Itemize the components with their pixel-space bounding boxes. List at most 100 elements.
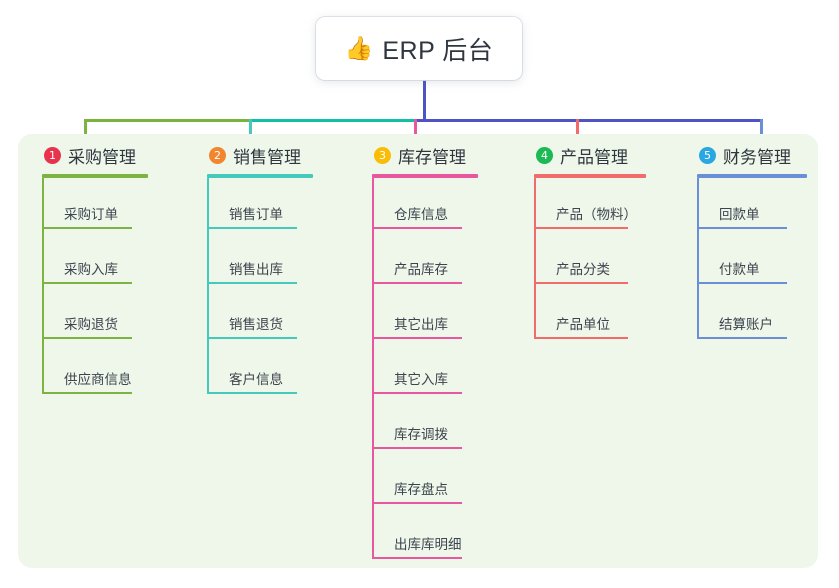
branches-panel <box>18 134 818 568</box>
branch-item[interactable]: 回款单 <box>697 178 807 233</box>
branch-item-label: 出库库明细 <box>394 537 462 552</box>
branch-item-label: 采购入库 <box>64 262 118 277</box>
branch-item-rule <box>374 392 462 394</box>
branch-items: 回款单付款单结算账户 <box>697 178 807 343</box>
branch-item-rule <box>209 392 297 394</box>
branch-header-rule <box>697 174 807 178</box>
branch-item-label: 库存调拨 <box>394 427 448 442</box>
branch-item-rule <box>209 282 297 284</box>
branch-item[interactable]: 销售退货 <box>207 288 313 343</box>
branch-item-label: 销售退货 <box>229 317 283 332</box>
branch-item[interactable]: 库存调拨 <box>372 398 478 453</box>
branch-header-3[interactable]: 3 库存管理 <box>372 142 478 168</box>
branch-items: 仓库信息产品库存其它出库其它入库库存调拨库存盘点出库库明细 <box>372 178 478 563</box>
branch-title: 财务管理 <box>723 147 791 167</box>
root-trunk-connector <box>423 79 426 121</box>
branch-number-badge: 5 <box>699 146 716 164</box>
branch-items: 产品（物料） 产品分类产品单位 <box>534 178 646 343</box>
branch-item[interactable]: 采购入库 <box>42 233 148 288</box>
branch-item-label: 产品库存 <box>394 262 448 277</box>
branch-item-rule <box>374 502 462 504</box>
branch-title: 库存管理 <box>398 147 466 167</box>
branch-item-rule <box>209 227 297 229</box>
branch-item-label: 客户信息 <box>229 372 283 387</box>
root-node-title: ERP 后台 <box>382 36 494 65</box>
drop-stem-2 <box>249 119 252 143</box>
branch-item[interactable]: 销售出库 <box>207 233 313 288</box>
branch-item[interactable]: 采购订单 <box>42 178 148 233</box>
branch-item-rule <box>536 227 628 229</box>
branch-item-label: 回款单 <box>719 207 760 222</box>
branch-item-rule <box>536 337 628 339</box>
branch-item-rule <box>374 282 462 284</box>
branch-item[interactable]: 产品库存 <box>372 233 478 288</box>
branch-item[interactable]: 供应商信息 <box>42 343 148 398</box>
branch-item[interactable]: 产品分类 <box>534 233 646 288</box>
branch-item-rule <box>374 337 462 339</box>
root-node-erp-backend[interactable]: 👍 ERP 后台 <box>316 17 522 80</box>
branch-number-badge: 3 <box>374 146 391 164</box>
branch-item-label: 结算账户 <box>719 317 773 332</box>
branch-item[interactable]: 采购退货 <box>42 288 148 343</box>
branch-items: 销售订单销售出库销售退货客户信息 <box>207 178 313 398</box>
branch-item-rule <box>44 337 132 339</box>
branch-item-label: 产品单位 <box>556 317 610 332</box>
branch-item[interactable]: 销售订单 <box>207 178 313 233</box>
branch-item[interactable]: 仓库信息 <box>372 178 478 233</box>
branch-item-rule <box>44 282 132 284</box>
branch-header-5[interactable]: 5 财务管理 <box>697 142 807 168</box>
branch-spine <box>697 178 699 339</box>
branch-item-label: 其它入库 <box>394 372 448 387</box>
branch-item-rule <box>699 282 787 284</box>
branch-item-label: 销售订单 <box>229 207 283 222</box>
branch-item[interactable]: 其它入库 <box>372 343 478 398</box>
branch-item[interactable]: 其它出库 <box>372 288 478 343</box>
branch-item-label: 销售出库 <box>229 262 283 277</box>
drop-stem-4 <box>576 119 579 143</box>
branch-item-label: 付款单 <box>719 262 760 277</box>
branch-item[interactable]: 出库库明细 <box>372 508 478 563</box>
branch-item-label: 采购订单 <box>64 207 118 222</box>
drop-stem-3 <box>414 119 417 143</box>
branch-item-rule <box>699 337 787 339</box>
branch-title: 采购管理 <box>68 147 136 167</box>
branch-spine <box>42 178 44 394</box>
branch-item[interactable]: 客户信息 <box>207 343 313 398</box>
branch-item-rule <box>209 337 297 339</box>
segment-right <box>414 119 763 122</box>
branch-item-rule <box>374 227 462 229</box>
branch-item-rule <box>44 392 132 394</box>
branch-item-label: 其它出库 <box>394 317 448 332</box>
drop-stem-5 <box>760 119 763 143</box>
segment-purchase <box>84 119 252 122</box>
branch-item-rule <box>374 447 462 449</box>
branch-item-label: 采购退货 <box>64 317 118 332</box>
branch-spine <box>372 178 374 559</box>
branch-item[interactable]: 产品（物料） <box>534 178 646 233</box>
branch-item-label: 产品（物料） <box>556 207 637 222</box>
branch-header-rule <box>42 174 148 178</box>
branch-item-rule <box>536 282 628 284</box>
branch-item-label: 产品分类 <box>556 262 610 277</box>
branch-header-rule <box>372 174 478 178</box>
branch-number-badge: 4 <box>536 146 553 164</box>
branch-item-rule <box>44 227 132 229</box>
branch-column-5: 5 财务管理回款单付款单结算账户 <box>697 142 807 343</box>
branch-item[interactable]: 结算账户 <box>697 288 807 343</box>
branch-column-3: 3 库存管理仓库信息产品库存其它出库其它入库库存调拨库存盘点出库库明细 <box>372 142 478 563</box>
branch-item-label: 供应商信息 <box>64 372 132 387</box>
branch-item-label: 仓库信息 <box>394 207 448 222</box>
branch-item[interactable]: 产品单位 <box>534 288 646 343</box>
branch-header-rule <box>207 174 313 178</box>
branch-title: 销售管理 <box>233 147 301 167</box>
branch-item[interactable]: 付款单 <box>697 233 807 288</box>
branch-item-label: 库存盘点 <box>394 482 448 497</box>
branch-item[interactable]: 库存盘点 <box>372 453 478 508</box>
